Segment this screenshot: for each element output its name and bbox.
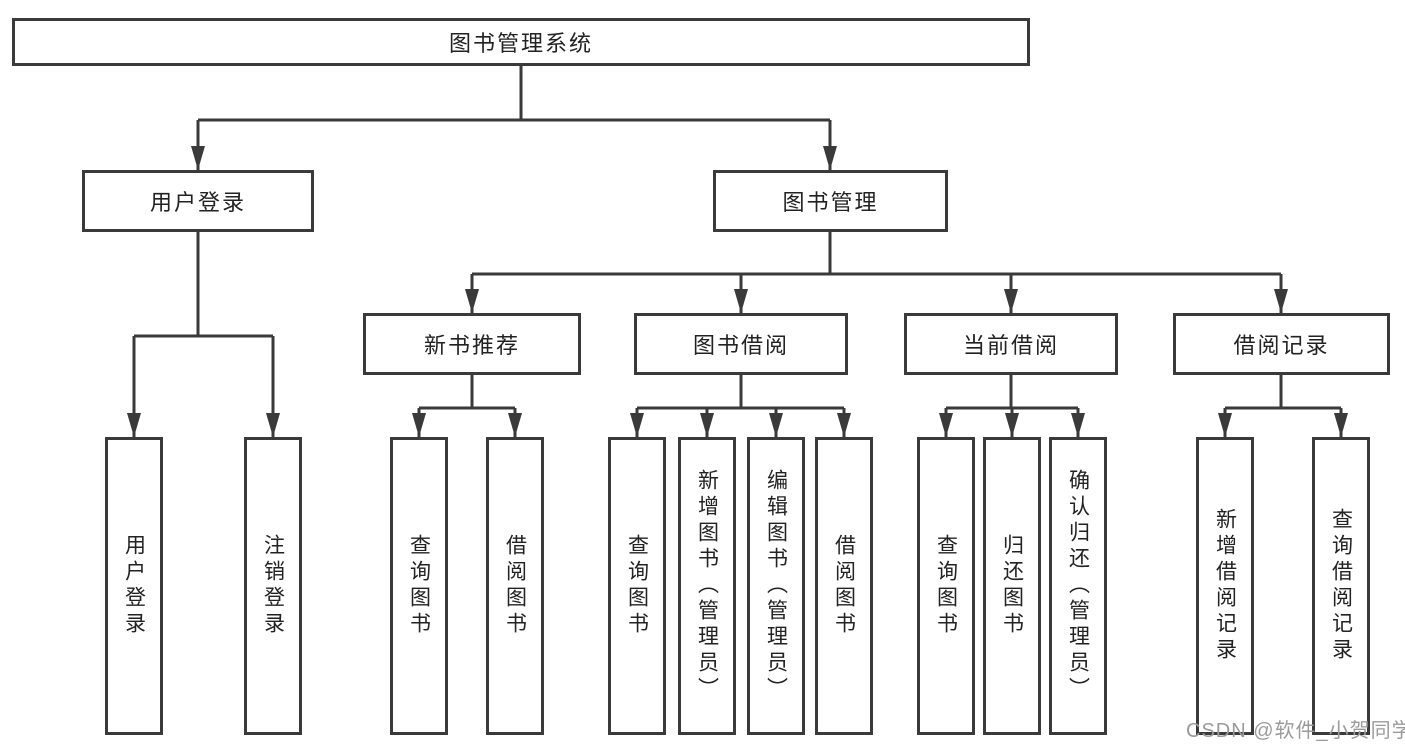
node-root: 图书管理系统 bbox=[12, 18, 1030, 66]
node-label: 用户登录 bbox=[122, 534, 146, 638]
leaf-current-query-books: 查询图书 bbox=[917, 437, 975, 735]
node-label: 借阅记录 bbox=[1233, 333, 1330, 358]
node-current-borrow: 当前借阅 bbox=[904, 313, 1118, 375]
node-label: 注销登录 bbox=[261, 534, 285, 638]
leaf-current-confirm-return-admin: 确认归还（管理员） bbox=[1049, 437, 1107, 735]
leaf-borrow-borrow-books: 借阅图书 bbox=[815, 437, 873, 735]
leaf-records-add-record: 新增借阅记录 bbox=[1196, 437, 1254, 735]
node-borrow-records: 借阅记录 bbox=[1173, 313, 1390, 375]
node-label: 图书管理系统 bbox=[448, 31, 593, 56]
node-label: 借阅图书 bbox=[503, 534, 527, 638]
leaf-recommend-borrow-books: 借阅图书 bbox=[486, 437, 544, 735]
node-label: 查询图书 bbox=[407, 534, 431, 638]
node-label: 确认归还（管理员） bbox=[1066, 469, 1090, 703]
leaf-borrow-query-books: 查询图书 bbox=[608, 437, 666, 735]
node-book-borrow: 图书借阅 bbox=[634, 313, 848, 375]
node-book-management: 图书管理 bbox=[713, 170, 948, 232]
node-label: 新增图书（管理员） bbox=[695, 469, 719, 703]
node-label: 图书管理 bbox=[782, 190, 879, 215]
node-label: 查询借阅记录 bbox=[1329, 508, 1353, 664]
leaf-records-query-record: 查询借阅记录 bbox=[1312, 437, 1370, 735]
node-label: 归还图书 bbox=[1000, 534, 1024, 638]
leaf-user-login: 用户登录 bbox=[105, 437, 163, 735]
leaf-recommend-query-books: 查询图书 bbox=[390, 437, 448, 735]
node-user-login: 用户登录 bbox=[82, 170, 314, 232]
leaf-borrow-edit-books-admin: 编辑图书（管理员） bbox=[747, 437, 805, 735]
leaf-logout-login: 注销登录 bbox=[244, 437, 302, 735]
csdn-watermark: CSDN @软件_小贺同学 bbox=[1186, 720, 1405, 742]
node-label: 新书推荐 bbox=[423, 333, 520, 358]
node-label: 编辑图书（管理员） bbox=[764, 469, 788, 703]
node-label: 新增借阅记录 bbox=[1213, 508, 1237, 664]
node-label: 查询图书 bbox=[934, 534, 958, 638]
node-label: 用户登录 bbox=[149, 190, 246, 215]
leaf-current-return-books: 归还图书 bbox=[983, 437, 1041, 735]
node-new-book-recommend: 新书推荐 bbox=[363, 313, 581, 375]
node-label: 当前借阅 bbox=[962, 333, 1059, 358]
leaf-borrow-add-books-admin: 新增图书（管理员） bbox=[678, 437, 736, 735]
node-label: 查询图书 bbox=[625, 534, 649, 638]
node-label: 图书借阅 bbox=[692, 333, 789, 358]
node-label: 借阅图书 bbox=[832, 534, 856, 638]
